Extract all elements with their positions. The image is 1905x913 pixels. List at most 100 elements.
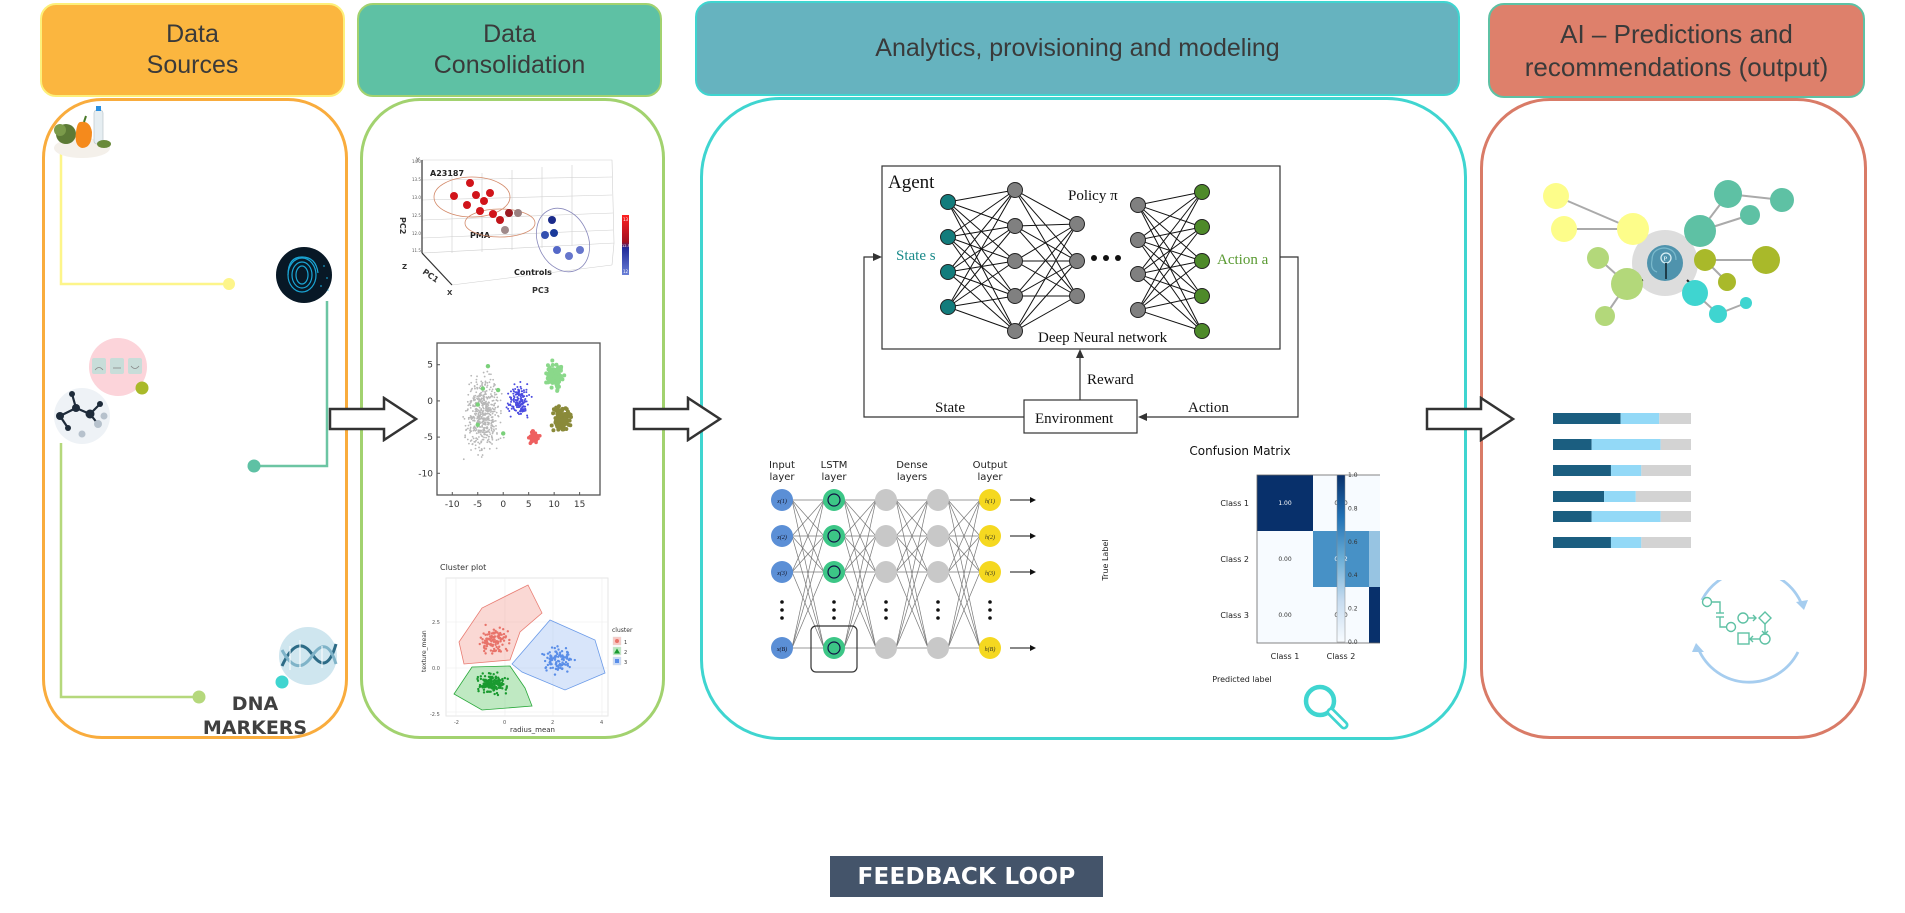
tsne-point <box>530 429 535 433</box>
tsne-point <box>474 429 477 432</box>
cluster-legend-title: cluster <box>612 627 633 634</box>
cluster-point <box>562 662 566 666</box>
header-data-sources: Data Sources <box>40 3 345 97</box>
rl-connection <box>1014 260 1078 297</box>
cluster-point <box>557 663 561 667</box>
cluster-point <box>492 628 496 631</box>
tsne-point <box>476 416 479 419</box>
header-analytics: Analytics, provisioning and modeling <box>695 1 1460 96</box>
pca-group-controls: Controls <box>514 268 552 277</box>
tsne-point <box>483 399 486 402</box>
tsne-point <box>486 384 489 387</box>
cluster-point <box>558 651 562 654</box>
lstm-connection <box>947 571 981 649</box>
tsne-point <box>478 446 480 449</box>
lstm-output-label: h(2) <box>985 534 995 541</box>
lstm-connection <box>947 499 981 649</box>
cluster-point <box>483 649 486 653</box>
cluster-point <box>498 636 502 640</box>
lstm-neuron <box>771 489 793 511</box>
lstm-input-label: x(B) <box>776 646 787 653</box>
tsne-point <box>491 418 494 421</box>
rl-neuron <box>1007 253 1023 269</box>
bar-segment-secondary <box>1610 465 1642 476</box>
tsne-xtick: -10 <box>445 500 460 510</box>
ellipsis-dot <box>988 600 992 604</box>
header-output: AI – Predictions and recommendations (ou… <box>1488 3 1865 98</box>
cluster-point <box>490 640 493 643</box>
ellipsis-dot <box>936 616 940 620</box>
tsne-point <box>491 410 493 413</box>
tsne-point <box>462 416 465 418</box>
tsne-point <box>546 373 551 378</box>
tsne-point <box>470 416 473 418</box>
cluster-point <box>565 653 569 656</box>
lstm-output-label: h(3) <box>985 570 995 577</box>
recurrent-loop-icon <box>827 641 841 655</box>
tsne-point <box>483 393 486 396</box>
tsne-point <box>489 433 492 436</box>
feedback-loop-banner: FEEDBACK LOOP <box>830 856 1103 897</box>
cluster-point <box>499 650 503 653</box>
tsne-point <box>522 410 525 413</box>
pca-ytick: 12.5 <box>412 213 421 218</box>
tsne-point <box>483 426 486 429</box>
tsne-point <box>476 383 479 386</box>
tsne-point <box>477 431 480 434</box>
tsne-point <box>486 409 489 411</box>
cluster-point <box>484 682 488 685</box>
cluster-point <box>492 679 495 683</box>
tsne-point <box>468 383 471 386</box>
tsne-point <box>488 381 491 384</box>
cluster-point <box>492 689 495 692</box>
tsne-point <box>464 409 467 412</box>
tsne-point <box>524 408 527 411</box>
heatmap-cell <box>1257 531 1313 587</box>
tsne-point <box>508 409 511 412</box>
tsne-point <box>489 411 492 413</box>
rl-connection <box>947 189 1016 273</box>
tsne-point <box>471 435 474 438</box>
header-analytics-label: Analytics, provisioning and modeling <box>875 34 1280 62</box>
pca-cbar-top: 13 <box>623 217 629 222</box>
tsne-point <box>509 396 512 399</box>
dna-dot <box>275 675 289 689</box>
tsne-point <box>516 411 519 414</box>
tsne-point <box>495 411 498 414</box>
tsne-point <box>518 402 521 405</box>
tsne-point <box>472 410 474 412</box>
cluster-point <box>504 692 508 695</box>
tsne-point <box>490 403 493 406</box>
cluster-point <box>491 649 495 653</box>
tsne-point <box>481 425 484 428</box>
tsne-point <box>479 411 482 414</box>
cluster-point <box>487 675 491 678</box>
tsne-point <box>519 385 522 388</box>
cluster-point <box>489 642 493 646</box>
cluster-xlabel: radius_mean <box>510 726 555 734</box>
tsne-point <box>494 419 497 422</box>
cluster-point <box>483 644 486 648</box>
rl-neuron <box>1194 253 1210 269</box>
tsne-point <box>551 428 556 433</box>
environment-box <box>1023 399 1138 434</box>
heatmap-cell <box>1369 531 1380 587</box>
lstm-neuron <box>927 489 949 511</box>
connector-dot-teal <box>247 459 261 473</box>
tsne-point <box>512 406 515 409</box>
tsne-point <box>464 434 467 437</box>
cluster-point <box>555 650 558 653</box>
tsne-point <box>469 404 472 407</box>
flow-arrow-2 <box>632 396 723 442</box>
tsne-point <box>488 388 491 391</box>
tsne-point <box>480 394 483 397</box>
nutrition-food-icon <box>54 106 111 158</box>
cluster-point <box>505 649 509 652</box>
heatmap-cell-label: 0.00 <box>1278 556 1292 563</box>
ellipsis-dot <box>832 616 836 620</box>
tsne-point <box>471 443 474 446</box>
tsne-point <box>479 385 482 388</box>
tsne-point <box>484 413 487 416</box>
tsne-point <box>474 444 477 447</box>
lstm-neuron <box>875 489 897 511</box>
